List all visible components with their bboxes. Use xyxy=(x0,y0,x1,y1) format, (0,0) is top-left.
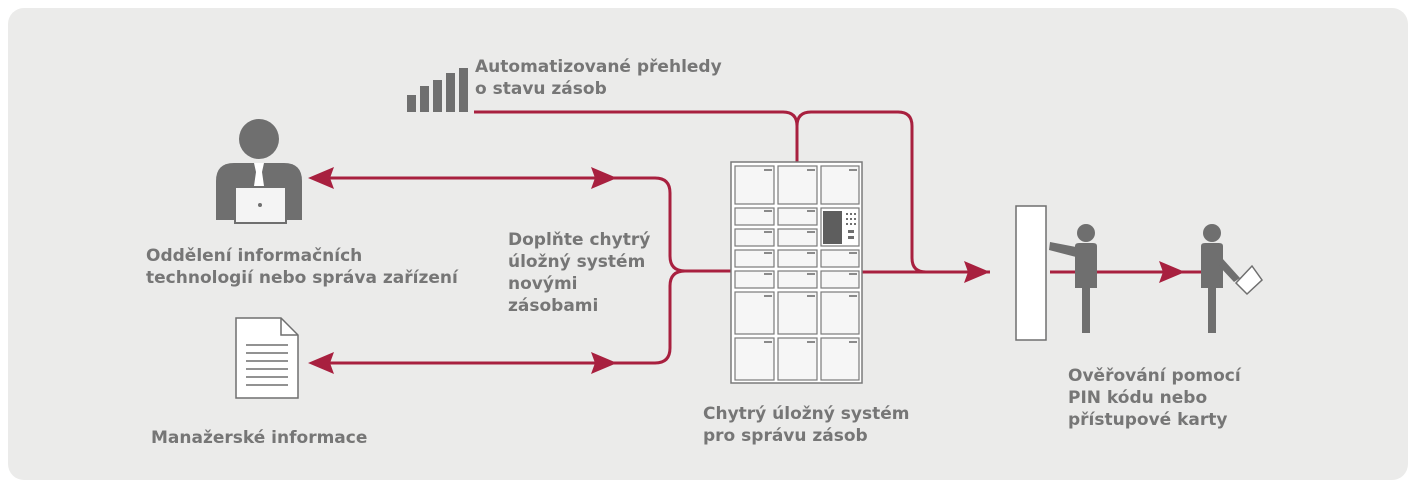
flow-lines xyxy=(330,110,1205,365)
reports-label: Automatizované přehledy o stavu zásob xyxy=(475,57,722,99)
reports-line xyxy=(474,110,990,274)
authentication-label: Ověřování pomocí PIN kódu nebo přístupov… xyxy=(1068,366,1241,430)
storage-system-label: Chytrý úložný systém pro správu zásob xyxy=(703,404,910,446)
diagram-panel xyxy=(8,8,1408,480)
person-at-laptop-icon xyxy=(216,119,302,224)
arrow-from-mgmt xyxy=(591,352,617,374)
arrow-to-it xyxy=(308,167,334,189)
it-line xyxy=(330,176,735,273)
arrow-to-mgmt xyxy=(308,352,334,374)
bar-chart-icon xyxy=(407,68,468,112)
management-info-label: Manažerské informace xyxy=(151,428,368,448)
person-with-card-icon xyxy=(1201,224,1263,333)
document-icon xyxy=(235,317,299,399)
arrowheads xyxy=(308,167,1185,374)
it-department-label: Oddělení informačních technologií nebo s… xyxy=(146,246,458,288)
smart-locker-icon xyxy=(730,161,863,384)
mgmt-line xyxy=(330,269,686,365)
person-reaching-icon xyxy=(1049,224,1097,333)
access-gate-icon xyxy=(1015,205,1047,341)
arrow-to-employee xyxy=(1159,261,1185,283)
restock-label: Doplňte chytrý úložný systém novými záso… xyxy=(508,230,651,316)
arrow-to-gate xyxy=(964,261,990,283)
arrow-from-it xyxy=(591,167,617,189)
